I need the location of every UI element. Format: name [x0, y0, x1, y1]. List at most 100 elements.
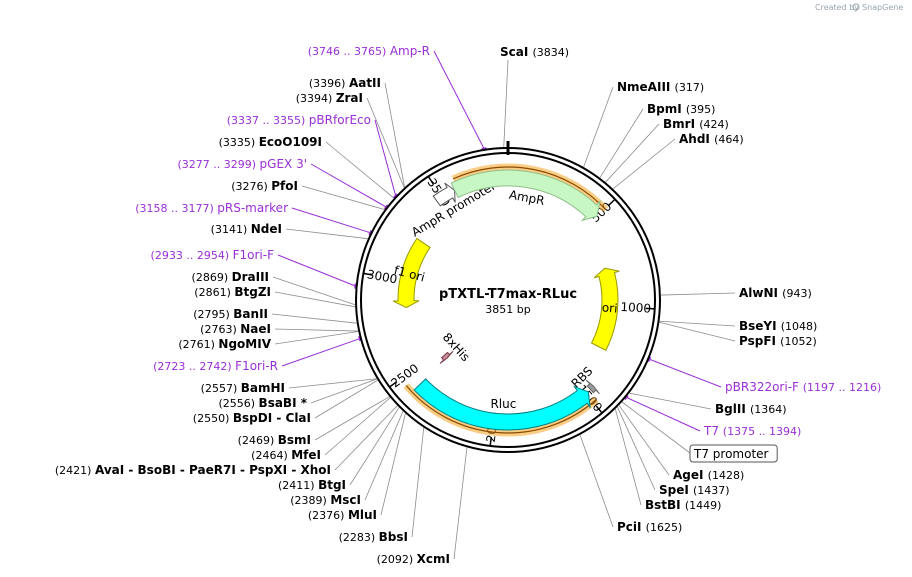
site-label-text: (2421) AvaI - BsoBI - PaeR7I - PspXI - X…: [55, 463, 331, 477]
tick-mark: [645, 307, 655, 310]
tick-mark: [427, 176, 434, 185]
leader-line: [374, 119, 397, 197]
feature-ori[interactable]: ori: [590, 267, 620, 351]
site-label-text: SpeI (1437): [659, 483, 730, 497]
enzyme-bspdi-clai[interactable]: (2550) BspDI - ClaI: [193, 411, 311, 425]
feature-arrow[interactable]: [413, 378, 591, 431]
site-label-text: (2761) NgoMIV: [178, 337, 271, 351]
leader-line: [314, 379, 378, 419]
leader-line: [281, 338, 361, 367]
leader-line: [301, 185, 385, 210]
enzyme-bsabi-[interactable]: (2556) BsaBI *: [218, 396, 307, 410]
leader-line: [274, 291, 356, 308]
leader-line: [433, 50, 485, 150]
leader-line: [612, 138, 676, 190]
enzyme-avai-bsobi-paer7i-pspxi-xhoi[interactable]: (2421) AvaI - BsoBI - PaeR7I - PspXI - X…: [55, 463, 331, 477]
leader-line: [285, 228, 368, 240]
enzyme-xcmi[interactable]: (2092) XcmI: [377, 552, 450, 566]
enzyme-btgi[interactable]: (2411) BtgI: [278, 478, 346, 492]
label-leader-lines: [271, 50, 736, 560]
leader-line: [617, 406, 656, 491]
enzyme-banii[interactable]: (2795) BanII: [193, 307, 268, 321]
site-label-text: (2556) BsaBI *: [218, 396, 307, 410]
leader-line: [625, 396, 701, 432]
primer-prs-marker[interactable]: (3158 .. 3177) pRS-marker: [135, 201, 288, 215]
watermark-brand: SnapGene: [862, 3, 903, 12]
leader-line: [618, 405, 670, 476]
enzyme-btgzi[interactable]: (2861) BtgZI: [194, 285, 271, 299]
enzyme-agei[interactable]: AgeI (1428): [673, 468, 744, 482]
enzyme-spei[interactable]: SpeI (1437): [659, 483, 730, 497]
enzyme-bglii[interactable]: BglII (1364): [715, 402, 787, 416]
enzyme-mfei[interactable]: (2464) MfeI: [251, 448, 321, 462]
site-label-text: AgeI (1428): [673, 468, 744, 482]
feature-arrow[interactable]: [392, 237, 431, 309]
enzyme-bstbi[interactable]: BstBI (1449): [645, 498, 721, 512]
site-label-text: BpmI (395): [647, 102, 715, 116]
leader-line: [629, 392, 712, 410]
feature-arrow[interactable]: [450, 169, 601, 222]
enzyme-ahdi[interactable]: AhdI (464): [679, 132, 744, 146]
feature-8xhis[interactable]: 8xHis: [439, 330, 473, 364]
primer-f1ori-r[interactable]: (2723 .. 2742) F1ori-R: [153, 359, 278, 373]
enzyme-bseyi[interactable]: BseYI (1048): [739, 319, 817, 333]
tick-label: 3000: [366, 267, 399, 286]
leader-line: [621, 401, 691, 454]
enzyme-bbsi[interactable]: (2283) BbsI: [339, 530, 408, 544]
feature-f1-ori[interactable]: f1 ori: [392, 237, 431, 309]
feature-arrow[interactable]: [432, 182, 456, 207]
site-label-text: (2376) MluI: [308, 508, 377, 522]
enzyme-bmri[interactable]: BmrI (424): [663, 117, 729, 131]
enzyme-zrai[interactable]: (3394) ZraI: [296, 91, 363, 105]
enzyme-aatii[interactable]: (3396) AatII: [309, 76, 381, 90]
leader-line: [364, 411, 404, 501]
primer-pbrforeco[interactable]: (3337 .. 3355) pBRforEco: [227, 113, 371, 127]
enzyme-pcii[interactable]: PciI (1625): [617, 520, 682, 534]
leader-line: [503, 59, 509, 148]
tick-mark: [607, 198, 616, 206]
enzyme-mlui[interactable]: (2376) MluI: [308, 508, 377, 522]
feature-rluc[interactable]: Rluc: [413, 378, 591, 431]
leader-line: [583, 86, 614, 168]
leader-line: [334, 405, 398, 471]
enzyme-nmeaiii[interactable]: NmeAIII (317): [617, 80, 704, 94]
site-labels[interactable]: ScaI (3834) NmeAIII (317) BpmI (395)BmrI (…: [55, 44, 881, 566]
enzyme-bamhi[interactable]: (2557) BamHI: [201, 381, 285, 395]
enzyme-ngomiv[interactable]: (2761) NgoMIV: [178, 337, 271, 351]
primer-amp-r[interactable]: (3746 .. 3765) Amp-R: [308, 44, 430, 58]
enzyme-draiii[interactable]: (2869) DraIII: [192, 270, 269, 284]
boxed-feature-frame: [689, 444, 778, 463]
feature-arrow[interactable]: [439, 350, 454, 364]
site-label-text: (2550) BspDI - ClaI: [193, 411, 311, 425]
enzyme-pfoi[interactable]: (3276) PfoI: [231, 179, 298, 193]
enzyme-bpmi[interactable]: BpmI (395): [647, 102, 715, 116]
site-label-text: (3335) EcoO109I: [219, 135, 322, 149]
enzyme-naei[interactable]: (2763) NaeI: [200, 322, 271, 336]
leader-line: [366, 97, 405, 188]
feature-arrow[interactable]: [590, 267, 620, 351]
feature-arrow[interactable]: [585, 379, 600, 395]
enzyme-pspfi[interactable]: PspFI (1052): [739, 334, 817, 348]
primer-pbr322ori-f[interactable]: pBR322ori-F (1197 .. 1216): [725, 380, 881, 394]
enzyme-ecoo109i[interactable]: (3335) EcoO109I: [219, 135, 322, 149]
enzyme-scai[interactable]: ScaI (3834): [500, 45, 569, 59]
site-label-text: (2469) BsmI: [238, 433, 311, 447]
site-label-text: (3141) NdeI: [211, 222, 282, 236]
enzyme-alwni[interactable]: AlwNI (943): [739, 286, 812, 300]
boxed-feature-label[interactable]: T7 promoter: [689, 444, 778, 463]
leader-line: [274, 331, 359, 345]
site-label-text: T7 (1375 .. 1394): [703, 424, 801, 438]
enzyme-msci[interactable]: (2389) MscI: [290, 493, 361, 507]
primer-t7[interactable]: T7 (1375 .. 1394): [703, 424, 801, 438]
site-label-text: BmrI (424): [663, 117, 729, 131]
site-label-text: (2464) MfeI: [251, 448, 321, 462]
primer-pgex-3-[interactable]: (3277 .. 3299) pGEX 3': [177, 157, 307, 171]
site-label-text: (3158 .. 3177) pRS-marker: [135, 201, 288, 215]
primer-f1ori-f[interactable]: (2933 .. 2954) F1ori-F: [151, 248, 275, 262]
tick-mark: [363, 272, 373, 276]
feature-ampr[interactable]: AmpR: [450, 169, 601, 222]
site-label-text: ScaI (3834): [500, 45, 569, 59]
enzyme-ndei[interactable]: (3141) NdeI: [211, 222, 282, 236]
enzyme-bsmi[interactable]: (2469) BsmI: [238, 433, 311, 447]
leader-line: [648, 358, 722, 388]
